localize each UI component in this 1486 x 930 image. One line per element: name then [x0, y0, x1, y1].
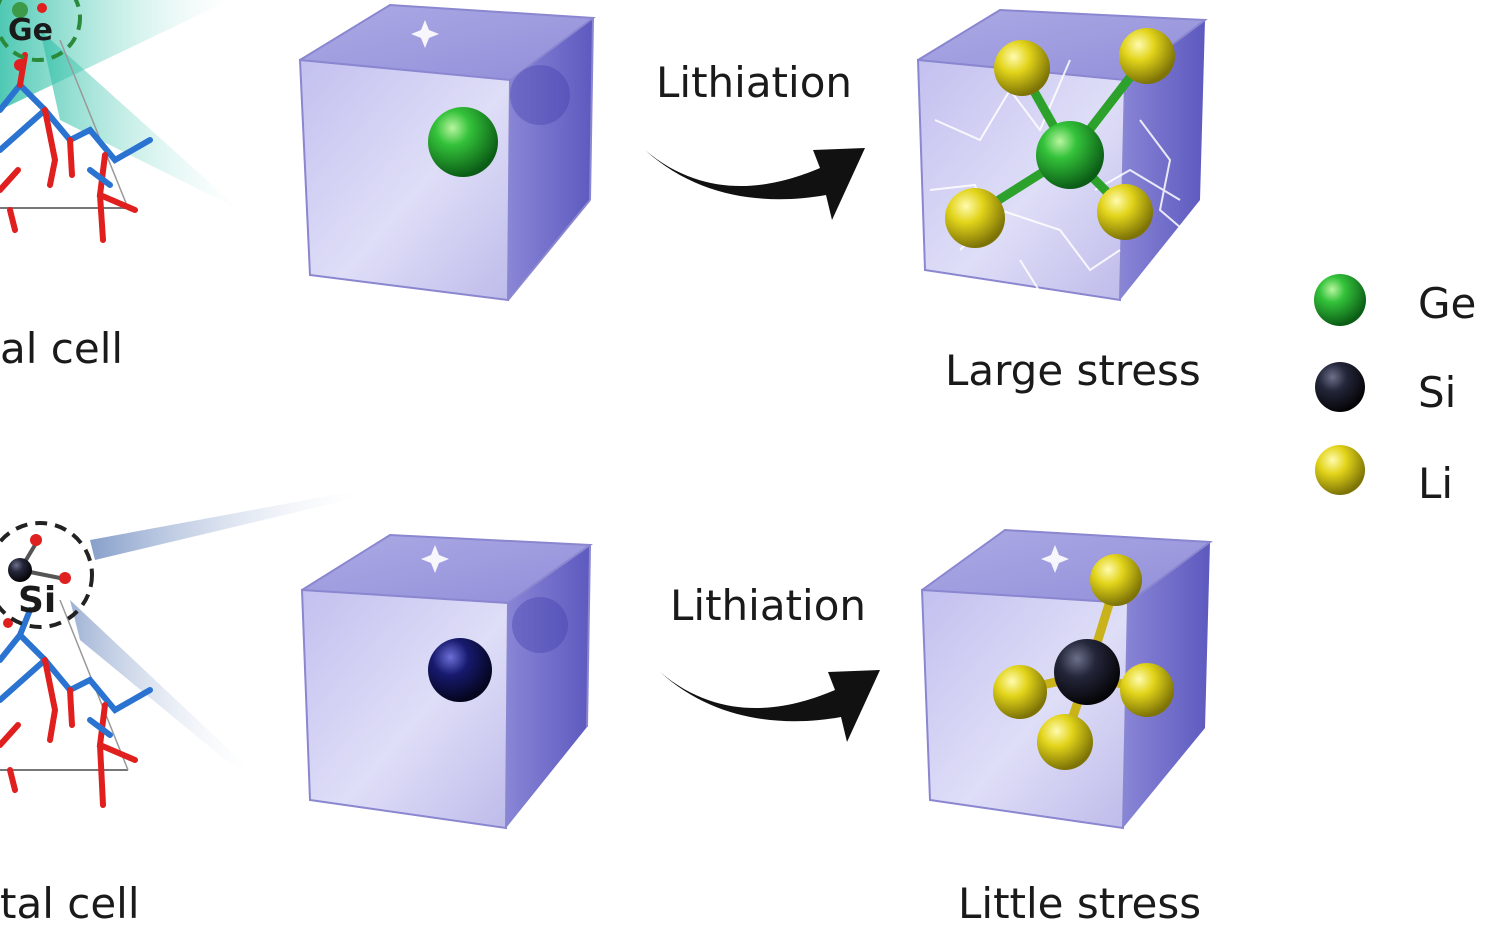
yellow-sphere-icon: [1315, 445, 1365, 495]
highlight-circle-ge: [0, 0, 82, 62]
si-atom: [1054, 639, 1120, 705]
bond-network-si: [0, 607, 153, 808]
center-atom-label-si: Si: [18, 580, 56, 621]
lithiation-arrow-si: Lithiation: [660, 581, 880, 742]
legend: Ge Si Li: [1314, 274, 1476, 508]
legend-label-ge: Ge: [1418, 279, 1476, 328]
center-atom-label-ge: Ge: [8, 13, 53, 48]
row-si: Si tal cell Lithiation: [0, 490, 1213, 928]
cube-after-si: Little stress: [920, 528, 1213, 928]
li-atom: [1037, 714, 1093, 770]
legend-item-si: Si: [1315, 362, 1456, 417]
ge-atom: [428, 107, 498, 177]
green-sphere-icon: [1314, 274, 1366, 326]
si-atom: [428, 638, 492, 702]
crystal-label-si: tal cell: [0, 879, 140, 928]
li-atom: [1090, 554, 1142, 606]
li-atom: [994, 40, 1050, 96]
crystal-cell-ge: Ge al cell: [0, 0, 240, 373]
cube-before-ge: [298, 3, 596, 302]
cube-before-si: [300, 533, 593, 830]
bond-network-ge: [0, 52, 153, 243]
li-atom: [1097, 184, 1153, 240]
crystal-cell-si: Si tal cell: [0, 490, 360, 928]
highlight-circle-si: [0, 521, 94, 629]
legend-label-si: Si: [1418, 368, 1456, 417]
result-label-si: Little stress: [958, 879, 1201, 928]
arrow-label-si: Lithiation: [670, 581, 866, 630]
li-atom: [1120, 663, 1174, 717]
lithiation-arrow-ge: Lithiation: [645, 58, 865, 220]
ge-atom: [1036, 121, 1104, 189]
li-atom: [945, 188, 1005, 248]
zoom-beam-si: [90, 490, 360, 560]
li-atom: [993, 665, 1047, 719]
arrow-label-ge: Lithiation: [656, 58, 852, 107]
cube-after-ge: Large stress: [916, 8, 1208, 395]
legend-item-ge: Ge: [1314, 274, 1476, 328]
black-sphere-icon: [1315, 362, 1365, 412]
crystal-label-ge: al cell: [0, 324, 123, 373]
legend-item-li: Li: [1315, 445, 1453, 508]
legend-label-li: Li: [1418, 459, 1453, 508]
row-ge: Ge al cell Lithiation: [0, 0, 1208, 395]
result-label-ge: Large stress: [945, 346, 1201, 395]
li-atom: [1119, 28, 1175, 84]
